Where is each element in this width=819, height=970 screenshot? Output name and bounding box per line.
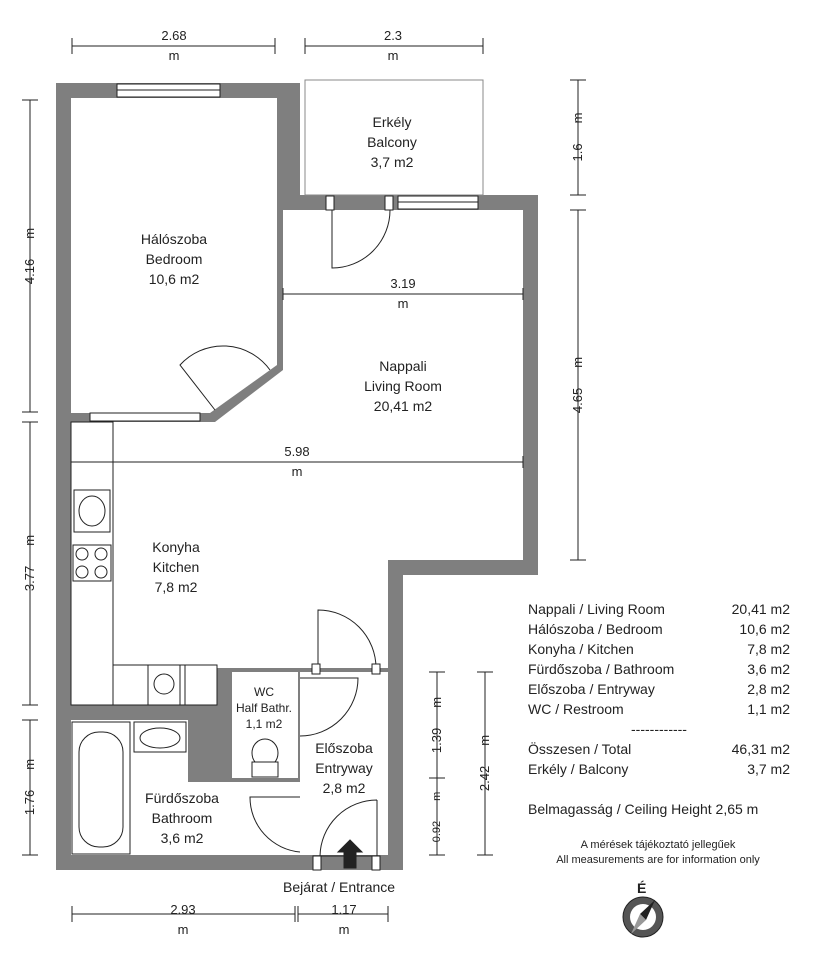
fridge-icon [184,664,218,706]
dim-entry-height: 2.42m [477,734,492,792]
dim-entry-lower: 0.92m [431,791,443,843]
dim-right-living: 4.65m [570,356,585,414]
dim-right-balcony: 1.6m [570,112,585,162]
legend-separator: ------------ [631,721,687,737]
dimension-lines [22,38,586,922]
compass-icon [622,896,664,938]
note-en: All measurements are for information onl… [556,854,760,866]
compass-north-label: É [637,880,647,896]
windows-doors [70,83,479,871]
entrance-label: Bejárat / Entrance [283,879,396,895]
note-hu: A mérések tájékoztató jellegűek [580,839,736,851]
living-kitchen-floor [71,210,523,705]
entrance-arrow-icon [336,839,364,869]
dim-left-kitchen: 3.77m [22,534,37,592]
balcony-floor [304,79,484,196]
dim-wc-height: 1.39m [429,696,444,754]
dim-left-bath: 1.76m [22,758,37,816]
dim-left-bedroom: 4.16m [22,227,37,285]
bedroom-floor [71,98,277,413]
legend-ceiling: Belmagasság / Ceiling Height 2,65 m [528,801,759,817]
entry-floor [300,672,388,855]
